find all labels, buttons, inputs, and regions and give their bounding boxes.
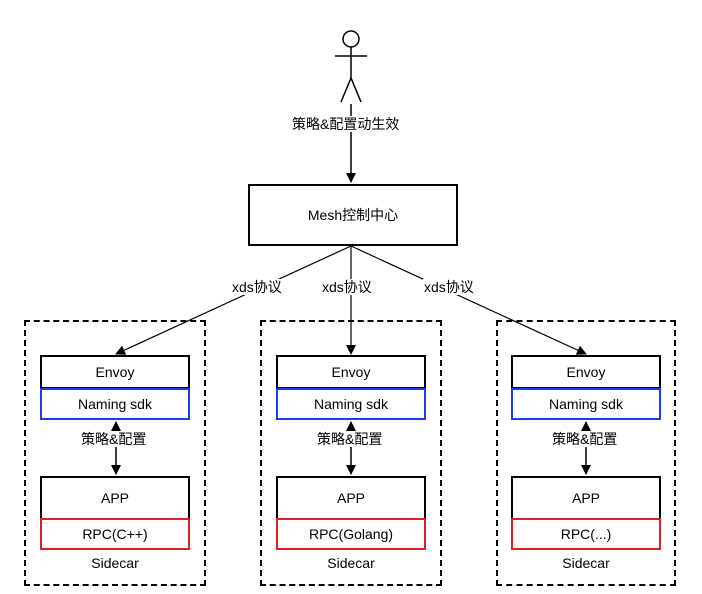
xds-label-1: xds协议 [231,279,283,295]
sidecar-caption-3: Sidecar [562,555,610,571]
naming-app-link-label-3: 策略&配置 [551,431,619,447]
rpc-label: RPC(...) [560,526,612,542]
rpc-label: RPC(Golang) [308,526,394,542]
envoy-label: Envoy [566,364,606,380]
xds-label-2: xds协议 [321,279,373,295]
rpc-label: RPC(C++) [82,526,148,542]
mesh-control-center[interactable]: Mesh控制中心 [248,184,458,246]
naming-sdk-label: Naming sdk [314,396,388,412]
envoy-label: Envoy [331,364,371,380]
rpc-box-3[interactable]: RPC(...) [511,518,661,550]
naming-app-link-label-1: 策略&配置 [80,431,148,447]
envoy-box-2[interactable]: Envoy [276,355,426,389]
control-to-envoy-3-edge [350,245,587,355]
rpc-box-1[interactable]: RPC(C++) [40,518,190,550]
user-actor-icon [335,30,367,103]
sidecar-container-1 [24,320,206,586]
app-label: APP [571,490,600,506]
envoy-box-1[interactable]: Envoy [40,355,190,389]
sidecar-caption-1: Sidecar [91,555,139,571]
naming-sdk-box-3[interactable]: Naming sdk [511,388,661,420]
naming-sdk-box-1[interactable]: Naming sdk [40,388,190,420]
naming-sdk-label: Naming sdk [549,396,623,412]
app-label: APP [336,490,365,506]
app-box-1[interactable]: APP [40,476,190,520]
app-label: APP [100,490,129,506]
envoy-box-3[interactable]: Envoy [511,355,661,389]
naming-app-link-label-2: 策略&配置 [316,431,384,447]
actor-edge-label: 策略&配置动生效 [291,116,401,132]
mesh-control-center-label: Mesh控制中心 [307,207,399,223]
control-to-envoy-1-edge [115,245,352,355]
xds-label-3: xds协议 [423,279,475,295]
app-box-3[interactable]: APP [511,476,661,520]
sidecar-container-3 [496,320,676,586]
sidecar-container-2 [260,320,442,586]
app-box-2[interactable]: APP [276,476,426,520]
rpc-box-2[interactable]: RPC(Golang) [276,518,426,550]
sidecar-caption-2: Sidecar [327,555,375,571]
naming-sdk-label: Naming sdk [78,396,152,412]
envoy-label: Envoy [95,364,135,380]
naming-sdk-box-2[interactable]: Naming sdk [276,388,426,420]
